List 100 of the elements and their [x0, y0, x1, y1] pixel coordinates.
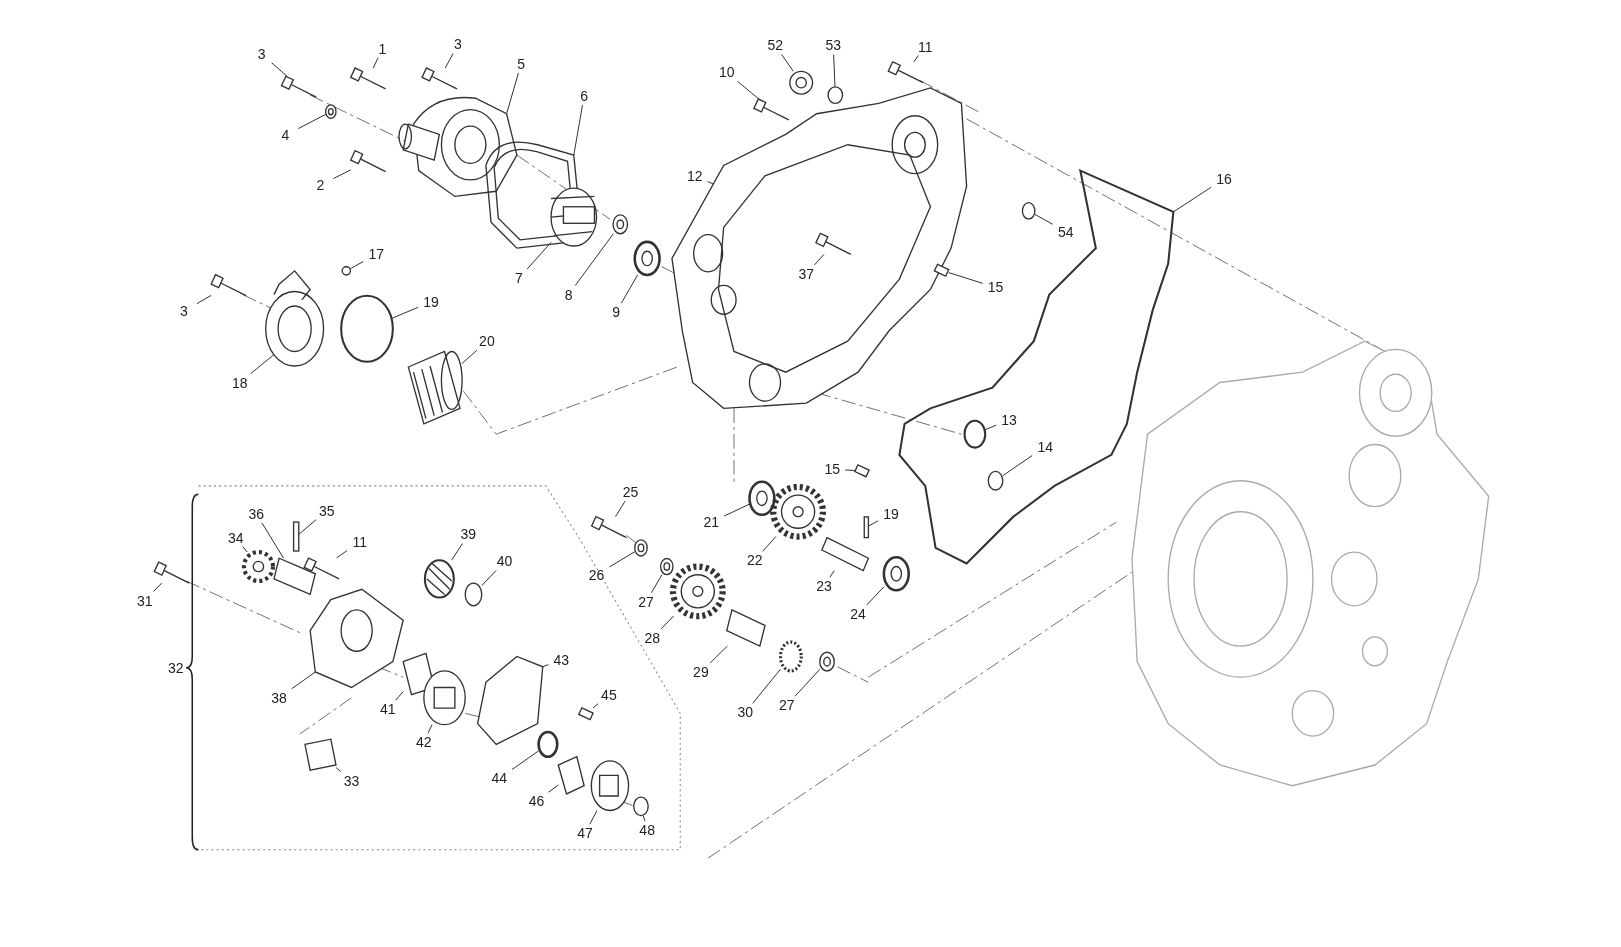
callout-number: 47: [572, 824, 599, 843]
leader-line: [335, 767, 342, 772]
callout-number: 6: [571, 87, 598, 106]
callout-number: 40: [491, 552, 518, 571]
callout-number: 1: [369, 39, 396, 58]
pump-body-drawing: [309, 588, 404, 689]
callout-number: 19: [878, 504, 905, 523]
leader-line: [395, 691, 404, 701]
leader-line: [948, 272, 984, 284]
callout-number: 41: [374, 700, 401, 719]
leader-line: [250, 354, 275, 374]
leader-line: [548, 784, 559, 793]
leader-line: [152, 582, 163, 593]
leader-line: [1002, 455, 1033, 477]
leader-line: [298, 519, 317, 535]
circlip: [1021, 201, 1036, 220]
leader-line: [1034, 213, 1054, 225]
bolt-drawing: [349, 149, 387, 173]
dowel-pin: [577, 707, 594, 721]
callout-number: 22: [741, 551, 768, 570]
leader-line: [542, 664, 549, 668]
callout-number: 4: [272, 126, 299, 145]
callout-number: 39: [455, 525, 482, 544]
pin: [292, 521, 300, 552]
leader-line: [723, 503, 750, 517]
callout-number: 32: [166, 658, 185, 677]
leader-line: [781, 54, 794, 72]
callout-number: 30: [732, 703, 759, 722]
callout-number: 52: [762, 36, 789, 55]
leader-line: [271, 62, 288, 77]
shaft-drawing: [821, 536, 870, 572]
callout-number: 26: [583, 565, 610, 584]
rotor-drawing: [590, 760, 630, 812]
callout-number: 15: [982, 278, 1009, 297]
callout-number: 27: [773, 696, 800, 715]
o-ring: [827, 86, 844, 105]
callout-number: 38: [266, 688, 293, 707]
callout-number: 34: [222, 528, 249, 547]
leader-line: [574, 233, 614, 287]
callout-number: 25: [617, 483, 644, 502]
washer-drawing: [659, 557, 674, 576]
gasket-drawing: [898, 168, 1175, 565]
callout-number: 17: [363, 245, 390, 264]
callout-number: 19: [418, 292, 445, 311]
gear-drawing: [770, 483, 826, 540]
callout-number: 8: [555, 285, 582, 304]
leader-line: [526, 241, 552, 270]
o-ring: [341, 266, 352, 276]
callout-number: 5: [508, 55, 535, 74]
seal-ring: [537, 730, 559, 759]
leader-line: [844, 469, 856, 471]
dowel-pin: [933, 263, 950, 278]
leader-line: [573, 104, 583, 156]
callout-number: 53: [820, 36, 847, 55]
filter-cover-drawing: [265, 269, 325, 367]
dowel-pin: [853, 464, 870, 478]
callout-number: 7: [505, 269, 532, 288]
bolt-drawing: [349, 67, 387, 90]
callout-number: 44: [486, 769, 513, 788]
leader-line: [297, 113, 327, 130]
leader-line: [1172, 186, 1212, 213]
o-ring: [340, 294, 394, 363]
washer-drawing: [324, 104, 337, 120]
leader-line: [444, 53, 454, 69]
callout-number: 24: [845, 605, 872, 624]
callout-number: 23: [810, 577, 837, 596]
leader-line: [794, 668, 821, 697]
callout-number: 10: [713, 63, 740, 82]
leader-line: [615, 500, 626, 518]
callout-number: 3: [248, 44, 275, 63]
callout-number: 14: [1032, 437, 1059, 456]
pin: [863, 516, 870, 539]
rotor-drawing: [402, 652, 435, 696]
leader-line: [866, 586, 885, 606]
leader-line: [752, 668, 781, 704]
callout-number: 13: [996, 410, 1022, 429]
clutch-cover-drawing: [671, 87, 968, 410]
callout-number: 18: [226, 373, 253, 392]
leader-line: [589, 810, 598, 825]
callout-number: 2: [307, 176, 334, 195]
leader-line: [833, 54, 836, 88]
callout-number: 3: [444, 35, 471, 54]
leader-line: [829, 570, 835, 578]
cover-plate-drawing: [476, 655, 544, 746]
leader-line: [481, 569, 497, 587]
leader-line: [707, 181, 714, 185]
leader-line: [350, 261, 364, 270]
leader-line: [391, 306, 419, 319]
callout-number: 37: [793, 264, 820, 283]
washer-drawing: [612, 214, 629, 235]
callout-number: 43: [548, 650, 575, 669]
impeller-drawing: [550, 187, 598, 247]
callout-number: 28: [639, 628, 666, 647]
leader-line: [427, 724, 433, 734]
circlip: [464, 582, 483, 607]
callout-number: 3: [171, 302, 197, 321]
bolt-drawing: [280, 75, 317, 98]
leader-line: [372, 57, 379, 69]
leader-line: [650, 574, 663, 594]
leader-line: [336, 550, 348, 559]
